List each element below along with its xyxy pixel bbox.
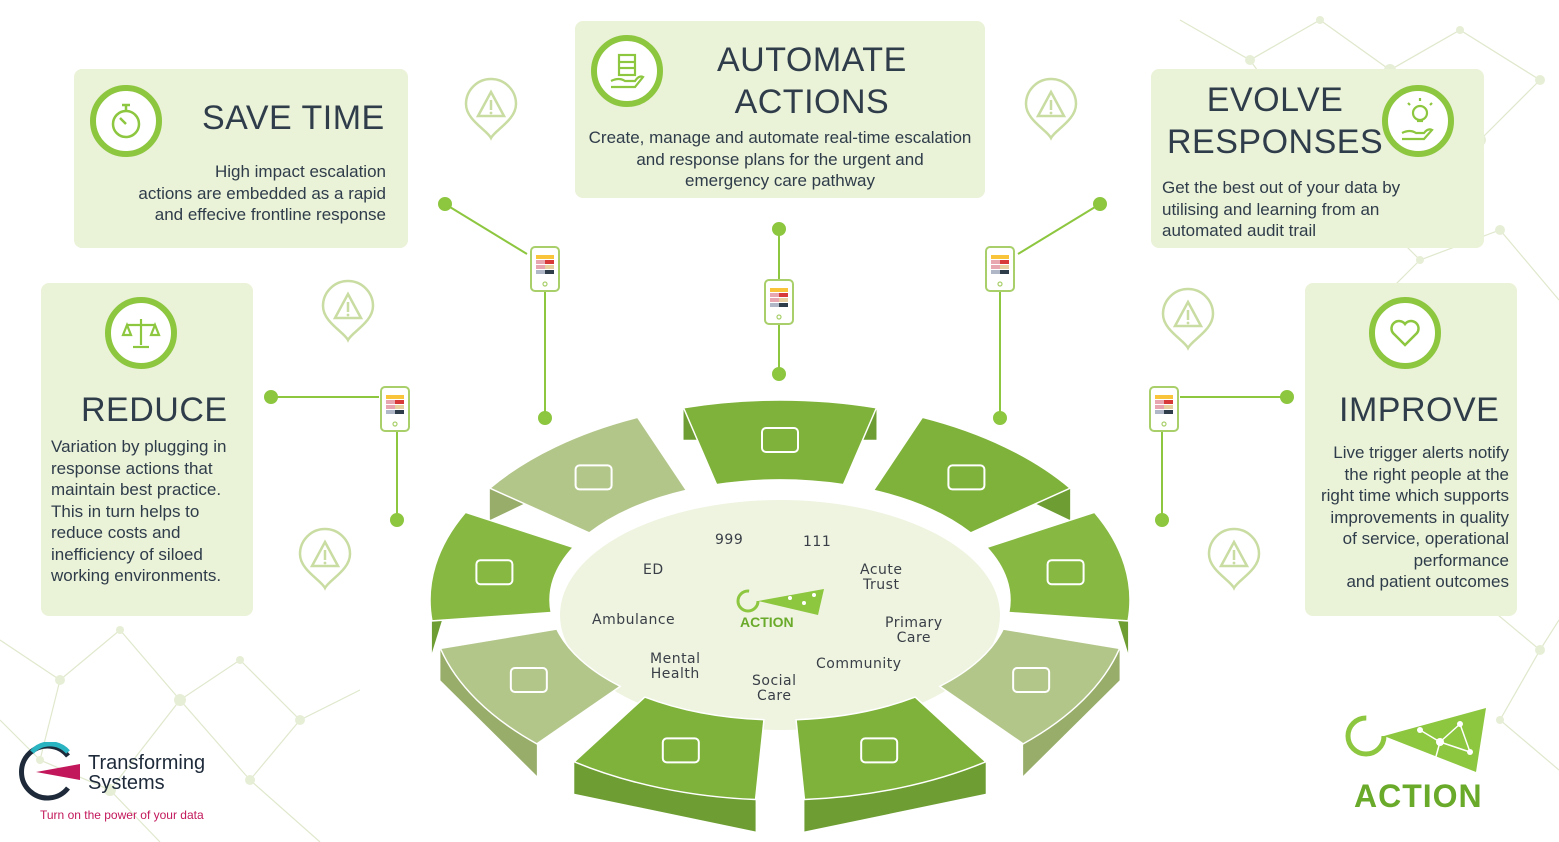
- logo-line-2: Systems: [88, 772, 165, 794]
- segment-ed-hospital-icon: [475, 559, 514, 586]
- action-logo-label: ACTION: [1354, 778, 1483, 814]
- label-999: 999: [715, 532, 744, 548]
- scales-icon: [121, 319, 161, 349]
- reduce-title: REDUCE: [81, 391, 228, 429]
- segment-community-heartbeat-side: [804, 761, 986, 832]
- action-logo-mark: [1345, 708, 1486, 772]
- segment-community-heartbeat: [795, 696, 988, 801]
- segment-999-phone: [682, 399, 878, 486]
- logo-line-1: Transforming: [88, 752, 206, 774]
- logo-tagline: Turn on the power of your data: [40, 808, 204, 822]
- segment-acute-stethoscope: [985, 511, 1131, 622]
- segment-community-heartbeat-icon: [860, 737, 899, 764]
- automate-desc: Create, manage and automate real-time es…: [588, 128, 972, 190]
- center-action-logo: [736, 589, 824, 615]
- label-ed: ED: [643, 562, 664, 578]
- save-time-title: SAVE TIME: [202, 99, 385, 137]
- heart-icon-circle: [1369, 297, 1441, 369]
- segment-hospital-building-icon: [574, 464, 613, 491]
- segment-primary-tablet-icon: [1012, 667, 1051, 693]
- segment-111-building-icon: [947, 464, 986, 491]
- wheel-center-disc: [560, 500, 1000, 730]
- stopwatch-icon: [111, 103, 141, 139]
- transforming-systems-logo-mark: [19, 742, 80, 801]
- segment-social-brain: [572, 696, 765, 801]
- stopwatch-icon-circle: [90, 85, 162, 157]
- segment-ambulance-icon: [509, 667, 548, 693]
- automation-icon-circle: [591, 35, 663, 107]
- heart-icon: [1390, 319, 1420, 347]
- segment-social-brain-icon: [661, 737, 700, 764]
- segment-999-phone-icon: [761, 427, 799, 453]
- scales-icon-circle: [105, 297, 177, 369]
- segment-acute-stethoscope-icon: [1046, 559, 1085, 586]
- segment-111-building: [872, 416, 1072, 534]
- label-ambulance: Ambulance: [592, 612, 676, 628]
- center-action-label: ACTION: [740, 614, 794, 630]
- segment-primary-tablet: [938, 628, 1121, 745]
- improve-title: IMPROVE: [1339, 391, 1500, 429]
- label-111: 111: [803, 534, 832, 550]
- segment-social-brain-side: [574, 761, 756, 832]
- segment-ed-hospital: [429, 511, 575, 622]
- segment-ambulance: [439, 628, 622, 745]
- lightbulb-hand-icon: [1401, 98, 1434, 141]
- label-community: Community: [816, 656, 902, 672]
- idea-icon-circle: [1382, 85, 1454, 157]
- segment-hospital-building: [488, 416, 688, 534]
- server-hand-icon: [610, 53, 645, 89]
